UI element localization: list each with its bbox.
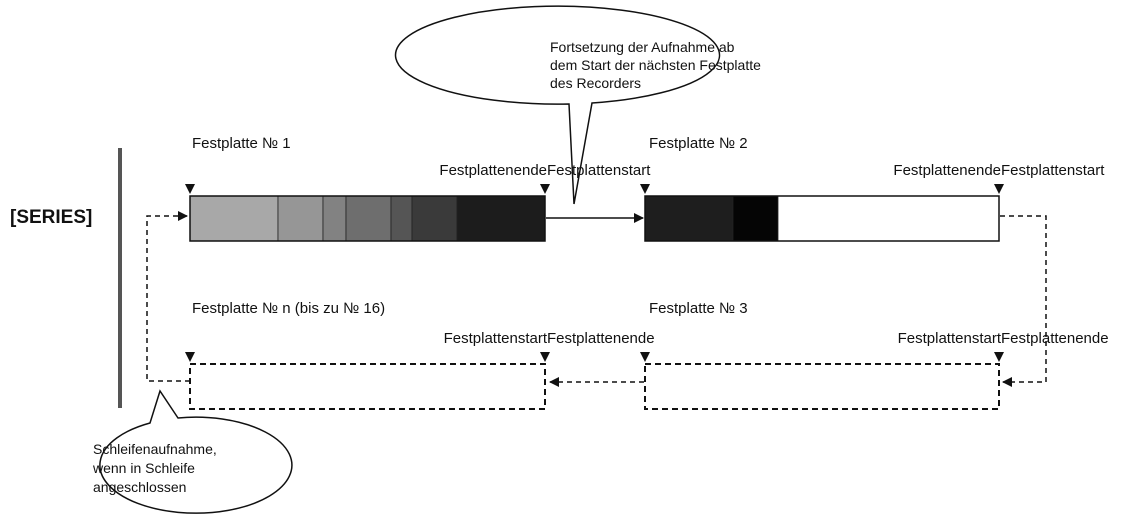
drive-1-segment-5 <box>390 195 413 242</box>
drive-2-start-marker <box>640 184 650 194</box>
drive-n-end-marker <box>540 352 550 362</box>
drive-3-start-label: Festplattenstart <box>898 330 1002 347</box>
drive-n-start-marker <box>185 352 195 362</box>
drive-2-bar <box>644 195 1000 242</box>
drive-3-prev-end-label: Festplattenende <box>547 330 655 347</box>
drive-1-end-label: Festplattenende <box>439 162 547 179</box>
drive-1-end-marker <box>540 184 550 194</box>
drive-1-start-marker <box>185 184 195 194</box>
drive-3-title: Festplatte № 3 <box>649 300 748 317</box>
mode-label: [SERIES] <box>10 207 92 228</box>
drive-1-segment-1 <box>189 195 279 242</box>
next-drive-callout-bubble <box>394 5 721 205</box>
loop-callout-line-1: Schleifenaufnahme, <box>93 441 217 457</box>
drive-2-start-label: Festplattenstart <box>547 162 651 179</box>
drive-2-outline <box>644 195 1000 242</box>
loop-arrow <box>146 211 190 382</box>
drive-1-outline <box>189 195 546 242</box>
drive-3-start-marker <box>640 352 650 362</box>
drive-2-segment-3 <box>777 195 1000 242</box>
next-drive-callout-line-1: Fortsetzung der Aufnahme ab <box>550 39 735 55</box>
drive-2-segment-1 <box>644 195 734 242</box>
drive-1-segment-7 <box>456 195 546 242</box>
next-drive-callout-line-3: des Recorders <box>550 75 641 91</box>
drive-n-title: Festplatte № n (bis zu № 16) <box>192 300 385 317</box>
drive-1-bar <box>189 195 546 242</box>
loop-callout-line-3: angeschlossen <box>93 479 186 495</box>
drive-2-end-label: Festplattenende <box>893 162 1001 179</box>
drive-n-bar <box>189 363 546 410</box>
drive-2-title: Festplatte № 2 <box>649 135 748 152</box>
drive-2-segment-2 <box>732 195 779 242</box>
drive-3-end-marker <box>994 352 1004 362</box>
drive-1-segment-3 <box>322 195 347 242</box>
loop-callout-line-2: wenn in Schleife <box>92 460 195 476</box>
next-drive-callout-text: Fortsetzung der Aufnahme ab dem Start de… <box>550 39 765 91</box>
drive-2-end-marker <box>994 184 1004 194</box>
loop-callout-bubble <box>99 389 293 514</box>
drive-1-title: Festplatte № 1 <box>192 135 291 152</box>
drive-1-segment-4 <box>345 195 392 242</box>
drive-3-bar <box>644 363 1000 410</box>
drive-1-segment-2 <box>277 195 324 242</box>
next-drive-callout-line-2: dem Start der nächsten Festplatte <box>550 57 761 73</box>
drive-2-to-3-arrow <box>1000 215 1047 387</box>
loop-callout-text: Schleifenaufnahme, wenn in Schleife ange… <box>92 441 221 495</box>
drive-n-start-label: Festplattenstart <box>444 330 548 347</box>
drive-1-segment-6 <box>411 195 458 242</box>
drive-2-next-start-label: Festplattenstart <box>1001 162 1105 179</box>
drive-3-end-label: Festplattenende <box>1001 330 1109 347</box>
